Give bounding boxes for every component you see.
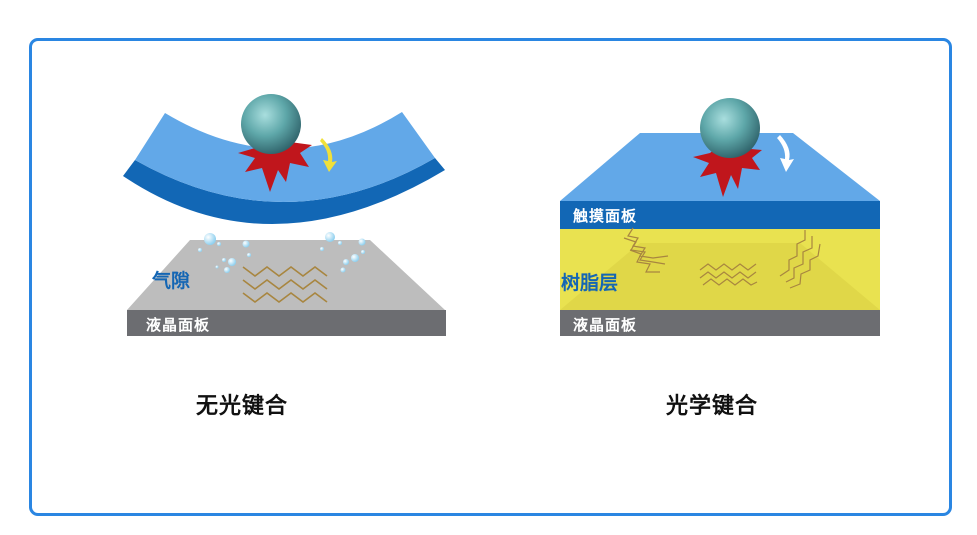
right-zigzag-lines (623, 227, 821, 289)
resin-layer-label: 树脂层 (561, 272, 619, 294)
left-lcd-panel (127, 240, 446, 336)
right-ball (700, 98, 760, 158)
left-lcd-label: 液晶面板 (146, 316, 211, 334)
diagram-frame (29, 38, 952, 516)
touch-panel-label: 触摸面板 (573, 207, 638, 225)
left-zigzag-lines (242, 266, 328, 303)
air-bubbles (198, 232, 366, 273)
left-diagram-title: 无光键合 (196, 394, 289, 419)
left-arrow-icon (320, 138, 337, 172)
right-arrow-icon (777, 135, 794, 172)
air-gap-label: 气隙 (152, 270, 191, 292)
left-impact-burst (238, 140, 312, 192)
right-lcd-panel (560, 310, 880, 336)
left-ball (241, 94, 301, 154)
right-lcd-label: 液晶面板 (573, 316, 638, 334)
right-impact-burst (693, 146, 762, 197)
right-diagram-title: 光学键合 (666, 394, 759, 419)
